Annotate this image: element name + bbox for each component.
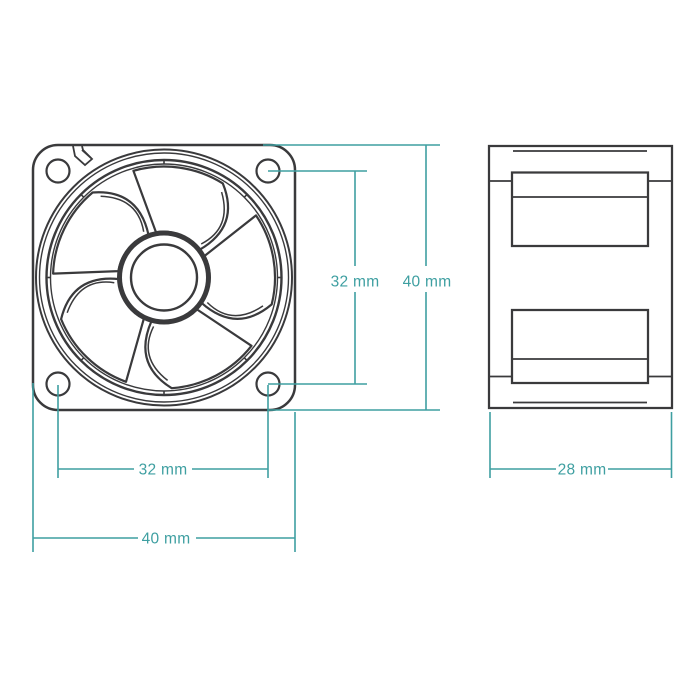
dimension-front-hole-spacing-vertical: 32 mm xyxy=(268,170,380,385)
blade-root-details xyxy=(66,191,264,381)
side-pads xyxy=(510,171,650,385)
dimension-side-depth: 28 mm xyxy=(489,412,673,479)
dimension-front-height: 40 mm xyxy=(263,144,452,411)
dimension-front-width: 40 mm xyxy=(32,383,296,552)
fan-front-view xyxy=(31,143,297,412)
fan-frame xyxy=(31,143,297,412)
dimension-label: 28 mm xyxy=(558,462,607,479)
fan-side-view xyxy=(487,144,674,410)
dimension-label: 40 mm xyxy=(403,274,452,291)
cable-notch xyxy=(72,145,94,167)
dimension-label: 32 mm xyxy=(139,462,188,479)
rim-ticks xyxy=(46,160,282,395)
side-pad-top xyxy=(510,171,650,248)
fan-hub xyxy=(117,230,211,325)
side-outline xyxy=(487,144,674,410)
mounting-hole xyxy=(45,158,71,184)
dimension-label: 40 mm xyxy=(142,531,191,548)
side-pad-bottom xyxy=(510,308,650,385)
dimension-label: 32 mm xyxy=(331,274,380,291)
dimension-front-hole-spacing-horizontal: 32 mm xyxy=(57,385,269,479)
